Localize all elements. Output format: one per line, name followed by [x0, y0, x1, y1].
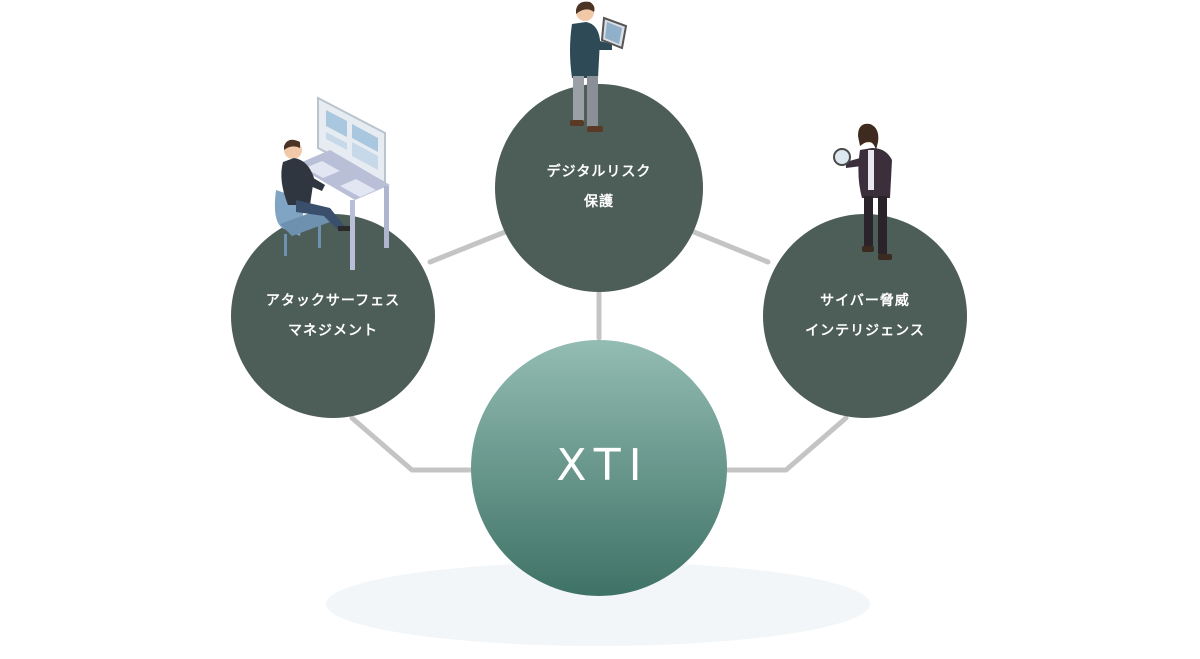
- floor-shadow: [326, 562, 870, 646]
- node-label-attack-surface: アタックサーフェス マネジメント: [233, 286, 433, 346]
- node-label-line: デジタルリスク: [546, 164, 652, 180]
- node-label-threat-intel: サイバー脅威 インテリジェンス: [765, 286, 965, 346]
- node-label-line: サイバー脅威: [820, 293, 910, 309]
- connector-right-top: [691, 229, 771, 265]
- connector-right-center: [723, 415, 849, 473]
- node-label-line: 保護: [584, 194, 614, 210]
- node-label-line: マネジメント: [288, 323, 378, 339]
- connector-left-center: [349, 415, 475, 473]
- node-threat-intel: [763, 214, 967, 418]
- person-at-desk-illustration: [274, 96, 390, 270]
- node-center: [471, 340, 727, 596]
- connectors: [349, 229, 849, 473]
- node-attack-surface: [231, 214, 435, 418]
- node-label-line: インテリジェンス: [805, 323, 925, 339]
- center-label: XTI: [556, 440, 650, 491]
- node-label-line: アタックサーフェス: [265, 293, 401, 309]
- node-label-digital-risk: デジタルリスク 保護: [499, 157, 699, 217]
- connector-left-top: [427, 229, 508, 265]
- node-digital-risk: [495, 84, 703, 292]
- person-with-magnifier-illustration: [833, 123, 892, 260]
- person-with-laptop-illustration: [570, 1, 628, 132]
